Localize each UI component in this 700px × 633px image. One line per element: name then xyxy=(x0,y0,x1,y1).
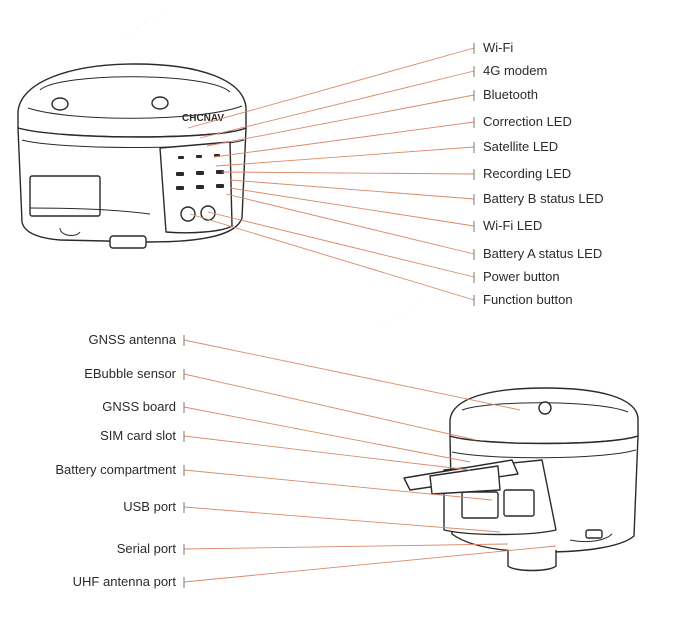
front-label-recording-led: Recording LED xyxy=(483,166,571,181)
front-leader-correction-led xyxy=(213,121,475,158)
receiver-top-dome xyxy=(17,63,247,138)
open-label-gnss-antenna: GNSS antenna xyxy=(89,332,177,347)
open-leader-usb-port xyxy=(183,506,501,533)
svg-text:· · · · · ·: · · · · · · xyxy=(376,297,426,332)
open-leader-uhf-antenna-port xyxy=(183,545,557,583)
open-leader-serial-port xyxy=(183,543,509,550)
front-leader-function-button xyxy=(189,213,475,301)
receiver-front-view: CHCNAV xyxy=(17,63,247,249)
open-leader-battery-compartment xyxy=(183,469,493,501)
bottom-leader-lines xyxy=(183,335,557,588)
front-label-battery-b-status-led: Battery B status LED xyxy=(483,191,604,206)
open-label-serial-port: Serial port xyxy=(117,541,177,556)
open-label-usb-port: USB port xyxy=(123,499,176,514)
front-leader-power-button xyxy=(207,211,475,278)
receiver-open-view xyxy=(403,387,639,572)
front-leader-satellite-led xyxy=(215,146,475,167)
power-button-shape xyxy=(200,205,216,221)
front-label-4g-modem: 4G modem xyxy=(483,63,547,78)
open-label-ebubble-sensor: EBubble sensor xyxy=(84,366,176,381)
front-label-power-button: Power button xyxy=(483,269,560,284)
top-leader-lines xyxy=(187,43,475,306)
open-leader-gnss-board xyxy=(183,406,471,463)
front-label-wi-fi-led: Wi-Fi LED xyxy=(483,218,542,233)
front-leader-wi-fi xyxy=(187,47,475,129)
front-label-satellite-led: Satellite LED xyxy=(483,139,558,154)
front-leader-bluetooth xyxy=(206,94,475,147)
front-leader-4g-modem xyxy=(199,70,475,139)
front-label-bluetooth: Bluetooth xyxy=(483,87,538,102)
open-leader-ebubble-sensor xyxy=(183,373,477,441)
front-leader-battery-b-status-led xyxy=(229,179,475,200)
brand-logo-text: CHCNAV xyxy=(182,113,224,124)
open-label-battery-compartment: Battery compartment xyxy=(55,462,176,477)
front-label-correction-led: Correction LED xyxy=(483,114,572,129)
open-label-uhf-antenna-port: UHF antenna port xyxy=(73,574,177,589)
open-leader-sim-card-slot xyxy=(183,435,471,471)
front-leader-recording-led xyxy=(221,171,475,175)
open-label-gnss-board: GNSS board xyxy=(102,399,176,414)
front-label-function-button: Function button xyxy=(483,292,573,307)
front-leader-battery-a-status-led xyxy=(225,193,475,255)
open-leader-gnss-antenna xyxy=(183,339,521,411)
front-label-wi-fi: Wi-Fi xyxy=(483,40,513,55)
front-label-battery-a-status-led: Battery A status LED xyxy=(483,246,602,261)
open-label-sim-card-slot: SIM card slot xyxy=(100,428,176,443)
function-button-shape xyxy=(180,206,196,222)
front-leader-wi-fi-led xyxy=(229,187,475,227)
svg-text:· · · · · ·: · · · · · · xyxy=(116,7,166,42)
receiver-open-top xyxy=(449,387,639,445)
